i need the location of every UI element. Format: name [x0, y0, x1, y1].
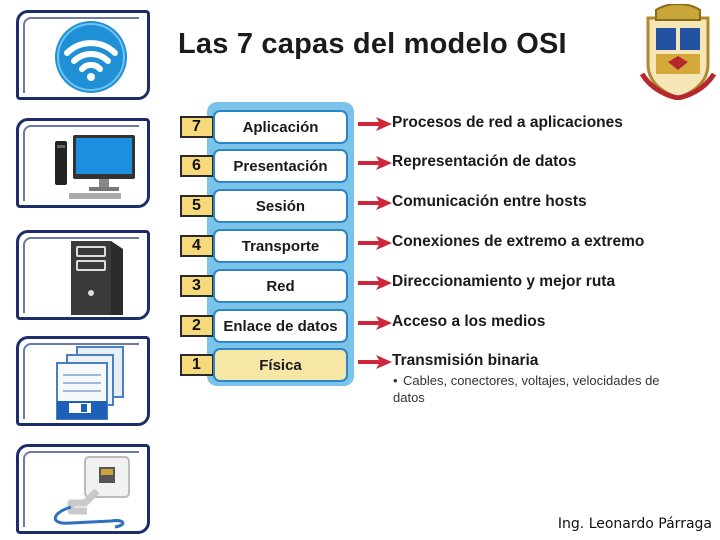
layer-description: Acceso a los medios: [392, 313, 546, 330]
arrow-right-icon: [358, 355, 392, 369]
layer-name: Sesión: [213, 189, 348, 223]
layer-description: Procesos de red a aplicaciones: [392, 114, 623, 131]
tile-ethernet: [16, 444, 150, 534]
university-seal-icon: [639, 4, 717, 100]
layer-description: Conexiones de extremo a extremo: [392, 233, 645, 250]
layer-number: 7: [180, 116, 214, 138]
layer-name: Presentación: [213, 149, 348, 183]
layer-number: 6: [180, 155, 214, 177]
arrow-right-icon: [358, 156, 392, 170]
layer-description: Representación de datos: [392, 153, 577, 170]
arrow-right-icon: [358, 316, 392, 330]
layer-number: 1: [180, 354, 214, 376]
layer-name: Física: [213, 348, 348, 382]
layer-name: Transporte: [213, 229, 348, 263]
osi-layer-row: 5 Sesión Comunicación entre hosts: [0, 189, 720, 233]
page-title: Las 7 capas del modelo OSI: [178, 28, 567, 60]
layer-description: Transmisión binaria: [392, 352, 539, 369]
tile-desktop: [16, 118, 150, 208]
floppy-disks-icon: [56, 346, 124, 420]
bullet-text: Cables, conectores, voltajes, velocidade…: [393, 373, 660, 405]
layer-number: 2: [180, 315, 214, 337]
layer-name: Aplicación: [213, 110, 348, 144]
osi-layer-row: 1 Física Transmisión binaria: [0, 348, 720, 392]
osi-layer-row: 6 Presentación Representación de datos: [0, 149, 720, 193]
layer-number: 4: [180, 235, 214, 257]
layer-description: Direccionamiento y mejor ruta: [392, 273, 616, 290]
footer-author: Ing. Leonardo Párraga: [557, 516, 712, 532]
wifi-icon: [55, 21, 127, 93]
arrow-right-icon: [358, 117, 392, 131]
osi-layer-row: 7 Aplicación Procesos de red a aplicacio…: [0, 110, 720, 154]
arrow-right-icon: [358, 236, 392, 250]
ethernet-port-icon: [53, 456, 130, 529]
server-tower-icon: [71, 241, 123, 315]
layer-name: Enlace de datos: [213, 309, 348, 343]
tile-server: [16, 230, 150, 320]
arrow-right-icon: [358, 276, 392, 290]
bullet-dot-icon: •: [393, 373, 398, 388]
layer-name: Red: [213, 269, 348, 303]
tile-floppies: [16, 336, 150, 426]
osi-layer-row: 3 Red Direccionamiento y mejor ruta: [0, 269, 720, 313]
layer-number: 3: [180, 275, 214, 297]
osi-layer-row: 4 Transporte Conexiones de extremo a ext…: [0, 229, 720, 273]
arrow-right-icon: [358, 196, 392, 210]
osi-layer-row: 2 Enlace de datos Acceso a los medios: [0, 309, 720, 353]
desktop-computer-icon: [55, 135, 135, 199]
physical-layer-bullet: •Cables, conectores, voltajes, velocidad…: [393, 372, 673, 406]
layer-number: 5: [180, 195, 214, 217]
tile-wifi: [16, 10, 150, 100]
layer-description: Comunicación entre hosts: [392, 193, 587, 210]
